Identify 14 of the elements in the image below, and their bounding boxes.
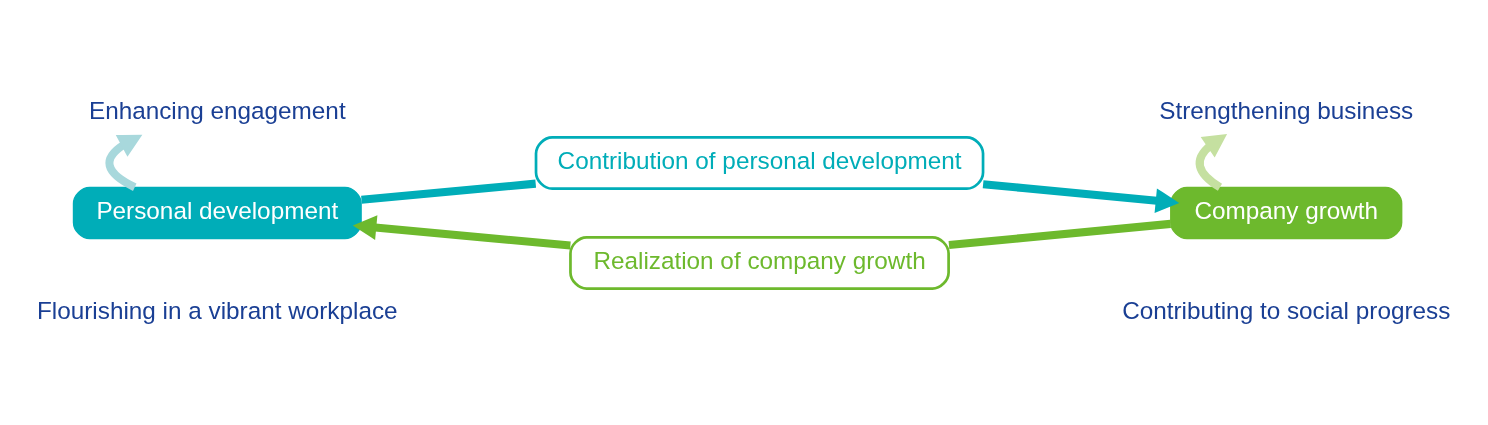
arrow [1195, 133, 1228, 191]
node-box: Realization of company growth [569, 235, 950, 290]
arrow [352, 214, 571, 250]
arrow [105, 134, 143, 191]
connector [948, 219, 1171, 249]
node-text: Strengthening business [1159, 96, 1414, 124]
connector [361, 179, 537, 204]
label: Contributing to social progress [1122, 296, 1451, 324]
label: Flourishing in a vibrant workplace [37, 296, 398, 324]
node-text: Enhancing engagement [88, 96, 346, 124]
node-box: Contribution of personal development [534, 135, 985, 190]
node-box: Personal development [72, 186, 362, 239]
node-box: Company growth [1170, 186, 1403, 239]
arrow [982, 179, 1180, 213]
